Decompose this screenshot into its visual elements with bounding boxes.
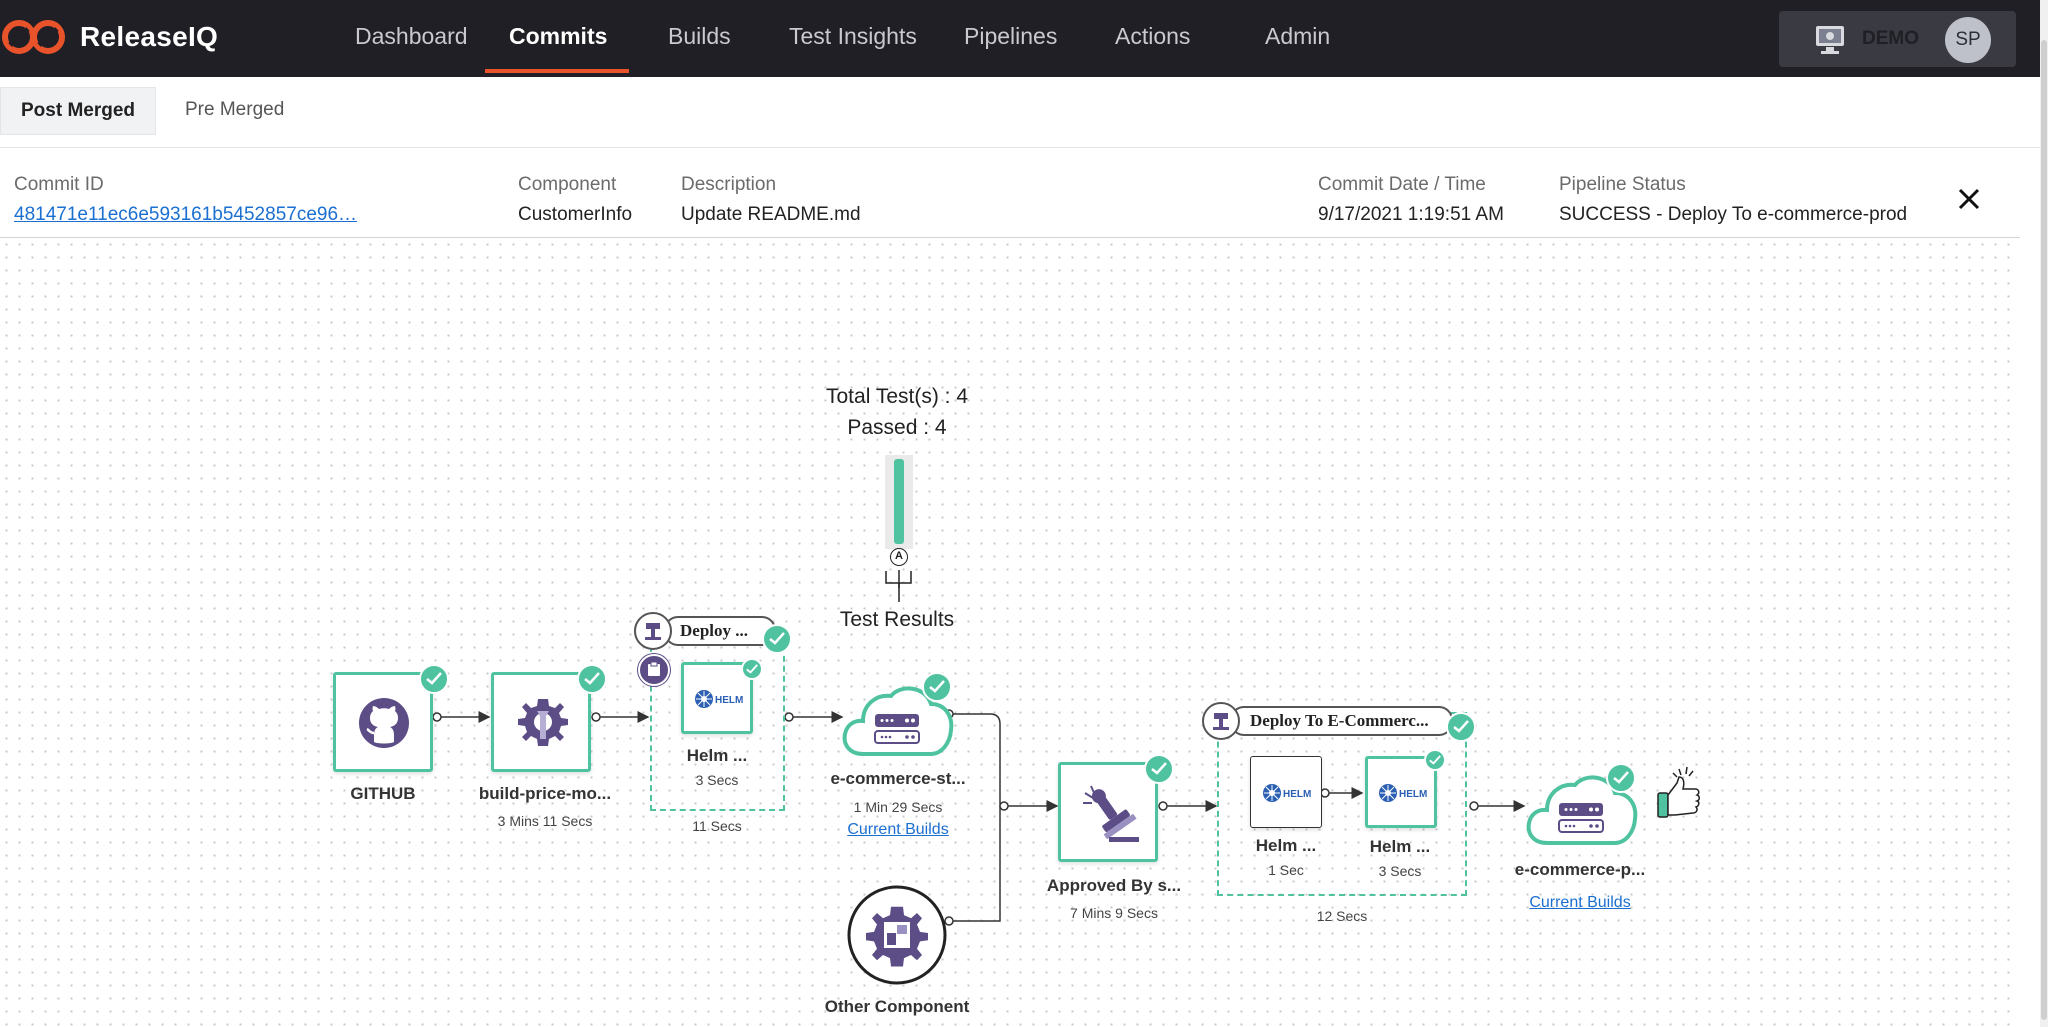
description-value: Update README.md bbox=[681, 204, 861, 225]
test-results-title[interactable]: Test Results bbox=[839, 608, 955, 631]
success-check-icon bbox=[419, 664, 449, 694]
releaseiq-logo-icon bbox=[2, 20, 65, 54]
stage-kubernetes-icon bbox=[634, 612, 672, 650]
nav-builds[interactable]: Builds bbox=[668, 23, 731, 49]
build-label: build-price-mo... bbox=[478, 784, 612, 803]
avatar[interactable]: SP bbox=[1945, 17, 1991, 63]
close-icon[interactable] bbox=[1954, 184, 1984, 214]
github-node[interactable] bbox=[333, 672, 433, 772]
helm-node-1[interactable]: HELM bbox=[681, 662, 753, 734]
build-gear-wrench-icon bbox=[518, 699, 568, 746]
helm-3-label: Helm ... bbox=[1369, 837, 1431, 856]
build-time: 3 Mins 11 Secs bbox=[497, 813, 593, 829]
helm-node-2[interactable]: HELM bbox=[1250, 756, 1322, 828]
commit-id-label: Commit ID bbox=[14, 174, 104, 195]
nav-admin[interactable]: Admin bbox=[1265, 23, 1331, 49]
nav-test-insights[interactable]: Test Insights bbox=[789, 23, 917, 49]
staging-env-label: e-commerce-st... bbox=[830, 769, 966, 788]
commit-info-bar: Commit ID 481471e11ec6e593161b5452857ce9… bbox=[0, 160, 2020, 238]
clipboard-icon[interactable] bbox=[638, 654, 670, 686]
success-check-icon bbox=[922, 672, 952, 702]
prod-current-builds-link[interactable]: Current Builds bbox=[1529, 894, 1631, 911]
pipeline-status-field: Pipeline Status SUCCESS - Deploy To e-co… bbox=[1559, 174, 1907, 226]
commit-id-field: Commit ID 481471e11ec6e593161b5452857ce9… bbox=[14, 174, 357, 226]
success-check-icon bbox=[762, 624, 792, 654]
svg-text:HELM: HELM bbox=[1283, 789, 1311, 800]
helm-1-time: 3 Secs bbox=[695, 772, 739, 788]
total-tests: Total Test(s) : 4 bbox=[826, 385, 968, 408]
helm-3-time: 3 Secs bbox=[1378, 863, 1422, 879]
helm-icon: HELM bbox=[1263, 784, 1311, 802]
pipeline-status-label: Pipeline Status bbox=[1559, 174, 1686, 195]
user-menu[interactable]: DEMO SP bbox=[1779, 11, 2016, 67]
other-component-builds-icon[interactable] bbox=[846, 884, 948, 986]
pipeline-canvas[interactable]: GITHUB build-price-mo... 3 Mins 11 Secs … bbox=[0, 238, 2020, 1027]
test-marker[interactable]: A bbox=[890, 548, 908, 566]
tab-pre-merged[interactable]: Pre Merged bbox=[185, 99, 285, 120]
commit-date-field: Commit Date / Time 9/17/2021 1:19:51 AM bbox=[1318, 174, 1504, 226]
prod-env-label: e-commerce-p... bbox=[1514, 860, 1646, 879]
helm-1-label: Helm ... bbox=[686, 746, 748, 765]
test-progress-fill bbox=[894, 459, 904, 544]
success-check-icon bbox=[1144, 754, 1174, 784]
app-name: ReleaseIQ bbox=[80, 21, 219, 52]
deploy-stage-2-tag[interactable]: Deploy To E-Commerc... bbox=[1230, 706, 1453, 736]
deploy-stage-1-tag[interactable]: Deploy ... bbox=[664, 616, 776, 646]
deploy-stage-1-time: 11 Secs bbox=[692, 818, 742, 834]
passed-tests: Passed : 4 bbox=[847, 416, 947, 439]
description-field: Description Update README.md bbox=[681, 174, 861, 226]
production-environment-cloud-icon[interactable] bbox=[1525, 771, 1639, 847]
commit-date-value: 9/17/2021 1:19:51 AM bbox=[1318, 204, 1504, 225]
component-value: CustomerInfo bbox=[518, 204, 633, 225]
approval-time: 7 Mins 9 Secs bbox=[1070, 905, 1158, 921]
svg-text:HELM: HELM bbox=[715, 695, 743, 706]
thumbs-up-icon bbox=[1657, 766, 1700, 818]
org-label: DEMO bbox=[1862, 28, 1919, 49]
tab-post-merged[interactable]: Post Merged bbox=[0, 87, 157, 135]
success-check-icon bbox=[741, 658, 763, 680]
helm-icon: HELM bbox=[1379, 784, 1427, 802]
pipeline-connectors bbox=[432, 570, 1526, 926]
build-node[interactable] bbox=[491, 672, 591, 772]
nav-dashboard[interactable]: Dashboard bbox=[355, 23, 468, 49]
staging-env-time: 1 Min 29 Secs bbox=[853, 799, 943, 815]
nav-actions[interactable]: Actions bbox=[1115, 23, 1191, 49]
other-builds-label: Other Component bbox=[824, 997, 970, 1016]
success-check-icon bbox=[1424, 749, 1446, 771]
pipeline-status-value: SUCCESS - Deploy To e-commerce-prod bbox=[1559, 204, 1908, 225]
helm-2-label: Helm ... bbox=[1255, 836, 1317, 855]
approval-node[interactable] bbox=[1058, 762, 1158, 862]
helm-2-time: 1 Sec bbox=[1268, 862, 1304, 878]
nav-commits[interactable]: Commits bbox=[509, 23, 608, 49]
app-logo[interactable]: ReleaseIQ bbox=[0, 14, 218, 60]
commit-date-label: Commit Date / Time bbox=[1318, 174, 1486, 195]
helm-icon: HELM bbox=[695, 690, 743, 708]
svg-text:HELM: HELM bbox=[1399, 789, 1427, 800]
deploy-stage-2-time: 12 Secs bbox=[1316, 908, 1368, 924]
helm-node-3[interactable]: HELM bbox=[1365, 756, 1437, 828]
component-label: Component bbox=[518, 174, 617, 195]
staging-environment-cloud-icon[interactable] bbox=[841, 682, 955, 758]
staging-current-builds-link[interactable]: Current Builds bbox=[847, 821, 949, 838]
github-label: GITHUB bbox=[350, 784, 416, 803]
scrollbar-thumb[interactable] bbox=[2041, 40, 2047, 1020]
commit-id-link[interactable]: 481471e11ec6e593161b5452857ce96… bbox=[14, 204, 358, 225]
top-nav-bar: ReleaseIQ Dashboard Commits Builds Test … bbox=[0, 0, 2048, 77]
commit-type-tabs: Post Merged Pre Merged bbox=[0, 77, 2040, 148]
org-monitor-icon bbox=[1816, 26, 1844, 54]
success-check-icon bbox=[1606, 763, 1636, 793]
success-check-icon bbox=[1446, 712, 1476, 742]
success-check-icon bbox=[577, 664, 607, 694]
github-icon bbox=[359, 698, 409, 748]
approval-stamp-icon bbox=[1083, 785, 1139, 842]
description-label: Description bbox=[681, 174, 777, 195]
component-field: Component CustomerInfo bbox=[518, 174, 632, 226]
active-nav-indicator bbox=[485, 69, 629, 73]
nav-pipelines[interactable]: Pipelines bbox=[964, 23, 1058, 49]
stage-kubernetes-icon bbox=[1202, 702, 1240, 740]
approval-label: Approved By s... bbox=[1046, 876, 1182, 895]
